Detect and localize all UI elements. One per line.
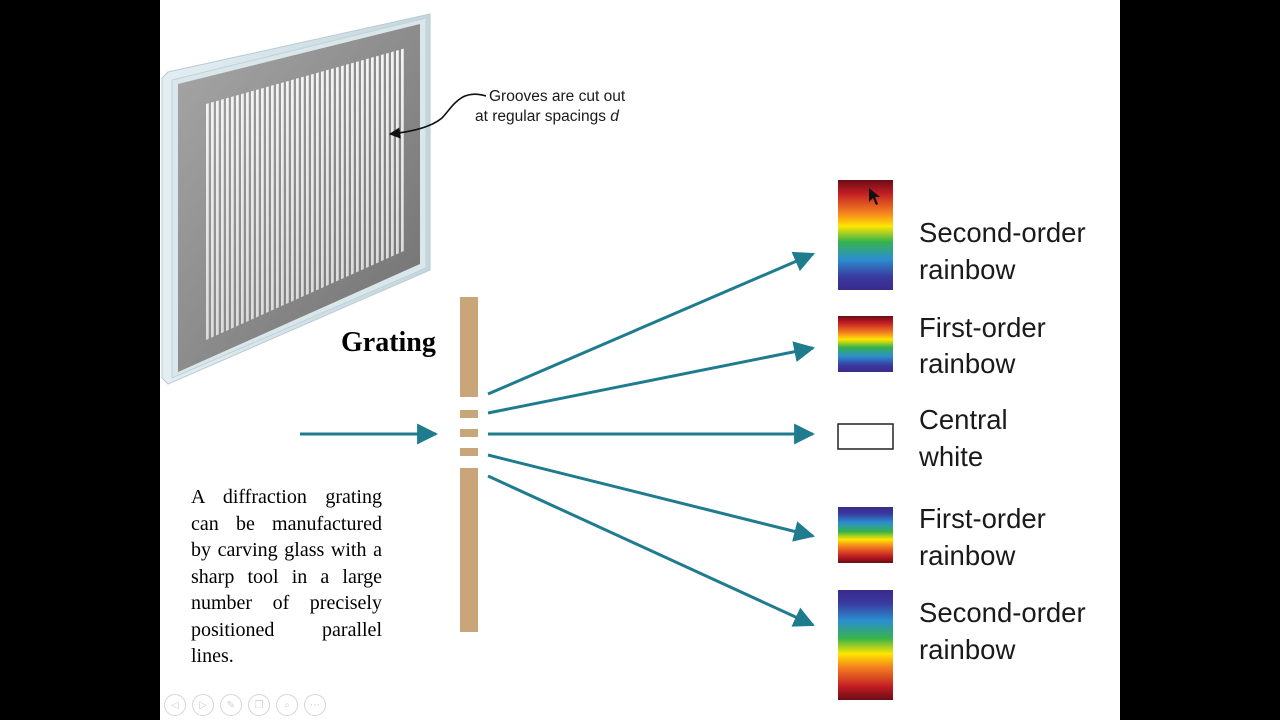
callout-line-2: at regular spacings d bbox=[475, 108, 620, 125]
label-first-order-bottom-line2: rainbow bbox=[919, 540, 1015, 571]
groove-line bbox=[331, 68, 334, 284]
grating-bar bbox=[460, 297, 478, 632]
groove-line bbox=[351, 62, 354, 275]
groove-line bbox=[221, 99, 224, 334]
grooves-callout: Grooves are cut out at regular spacings … bbox=[388, 88, 626, 139]
groove-line bbox=[386, 52, 389, 259]
label-central-line2: white bbox=[918, 441, 983, 472]
groove-line bbox=[396, 50, 399, 255]
groove-line bbox=[401, 48, 404, 253]
callout-line-2-text: at regular spacings bbox=[475, 108, 610, 125]
caption-text: A diffraction grating can be manufacture… bbox=[191, 486, 382, 667]
groove-line bbox=[366, 58, 369, 269]
glass-grating-panel bbox=[161, 13, 431, 385]
groove-line bbox=[306, 75, 309, 295]
light-beams bbox=[300, 251, 816, 627]
next-slide-icon[interactable]: ▷ bbox=[192, 694, 214, 716]
grating-slat-3 bbox=[460, 448, 478, 456]
label-second-order-top-line1: Second-order bbox=[919, 217, 1086, 248]
beam-second-order-bottom bbox=[487, 474, 815, 627]
spectrum-second-order-top bbox=[838, 180, 893, 290]
label-second-order-bottom-line2: rainbow bbox=[919, 634, 1015, 665]
groove-line bbox=[341, 65, 344, 280]
groove-line bbox=[236, 94, 239, 327]
groove-line bbox=[266, 86, 269, 314]
pen-icon[interactable]: ✎ bbox=[220, 694, 242, 716]
grating-slat-1 bbox=[460, 410, 478, 418]
groove-line bbox=[291, 79, 294, 302]
order-labels: Second-order rainbow First-order rainbow… bbox=[918, 217, 1086, 665]
grating-label: Grating bbox=[341, 327, 436, 358]
beam-first-order-bottom bbox=[487, 453, 816, 542]
grating-bar-lower bbox=[460, 468, 478, 632]
groove-line bbox=[211, 101, 214, 338]
groove-line bbox=[226, 97, 229, 331]
groove-line bbox=[281, 82, 284, 307]
label-second-order-bottom-line1: Second-order bbox=[919, 597, 1086, 628]
grating-grooves bbox=[206, 48, 404, 340]
diffraction-diagram: Grooves are cut out at regular spacings … bbox=[161, 13, 1086, 700]
groove-line bbox=[381, 54, 384, 262]
groove-line bbox=[346, 64, 349, 277]
groove-line bbox=[251, 90, 254, 320]
more-options-icon[interactable]: ⋯ bbox=[304, 694, 326, 716]
groove-line bbox=[231, 96, 234, 329]
label-central-line1: Central bbox=[919, 404, 1008, 435]
central-white-box bbox=[837, 423, 894, 450]
groove-line bbox=[256, 89, 259, 318]
groove-line bbox=[271, 85, 274, 311]
callout-arrow bbox=[388, 93, 487, 139]
callout-spacing-variable: d bbox=[610, 108, 620, 125]
groove-line bbox=[241, 93, 244, 325]
label-first-order-top-line1: First-order bbox=[919, 312, 1046, 343]
label-first-order-top-line2: rainbow bbox=[919, 348, 1015, 379]
beam-first-order-top bbox=[487, 341, 816, 415]
label-first-order-bottom-line1: First-order bbox=[919, 503, 1046, 534]
groove-line bbox=[311, 73, 314, 293]
groove-line bbox=[206, 103, 209, 340]
groove-line bbox=[286, 80, 289, 304]
zoom-icon[interactable]: ⌕ bbox=[276, 694, 298, 716]
groove-line bbox=[321, 71, 324, 289]
grating-bar-upper bbox=[460, 297, 478, 397]
groove-line bbox=[301, 76, 304, 298]
spectrum-second-order-bottom bbox=[838, 590, 893, 700]
groove-line bbox=[246, 92, 249, 322]
spectrum-first-order-top bbox=[838, 316, 893, 372]
groove-line bbox=[316, 72, 319, 291]
groove-line bbox=[336, 66, 339, 282]
mouse-cursor-icon bbox=[869, 188, 880, 205]
groove-line bbox=[356, 61, 359, 273]
callout-line-1: Grooves are cut out bbox=[489, 88, 626, 105]
groove-line bbox=[276, 83, 279, 309]
previous-slide-icon[interactable]: ◁ bbox=[164, 694, 186, 716]
groove-line bbox=[216, 100, 219, 336]
spectrum-first-order-bottom bbox=[838, 507, 893, 563]
slides-icon[interactable]: ❐ bbox=[248, 694, 270, 716]
spectra bbox=[837, 180, 894, 700]
groove-line bbox=[296, 78, 299, 300]
grating-slat-2 bbox=[460, 429, 478, 437]
groove-line bbox=[371, 57, 374, 266]
slide-toolbar: ◁ ▷ ✎ ❐ ⌕ ⋯ bbox=[164, 694, 326, 716]
groove-line bbox=[261, 87, 264, 316]
slide: Grooves are cut out at regular spacings … bbox=[160, 0, 1120, 720]
groove-line bbox=[326, 69, 329, 286]
label-second-order-top-line2: rainbow bbox=[919, 254, 1015, 285]
beam-second-order-top bbox=[487, 251, 815, 396]
groove-line bbox=[361, 59, 364, 271]
groove-line bbox=[391, 51, 394, 257]
groove-line bbox=[376, 55, 379, 264]
